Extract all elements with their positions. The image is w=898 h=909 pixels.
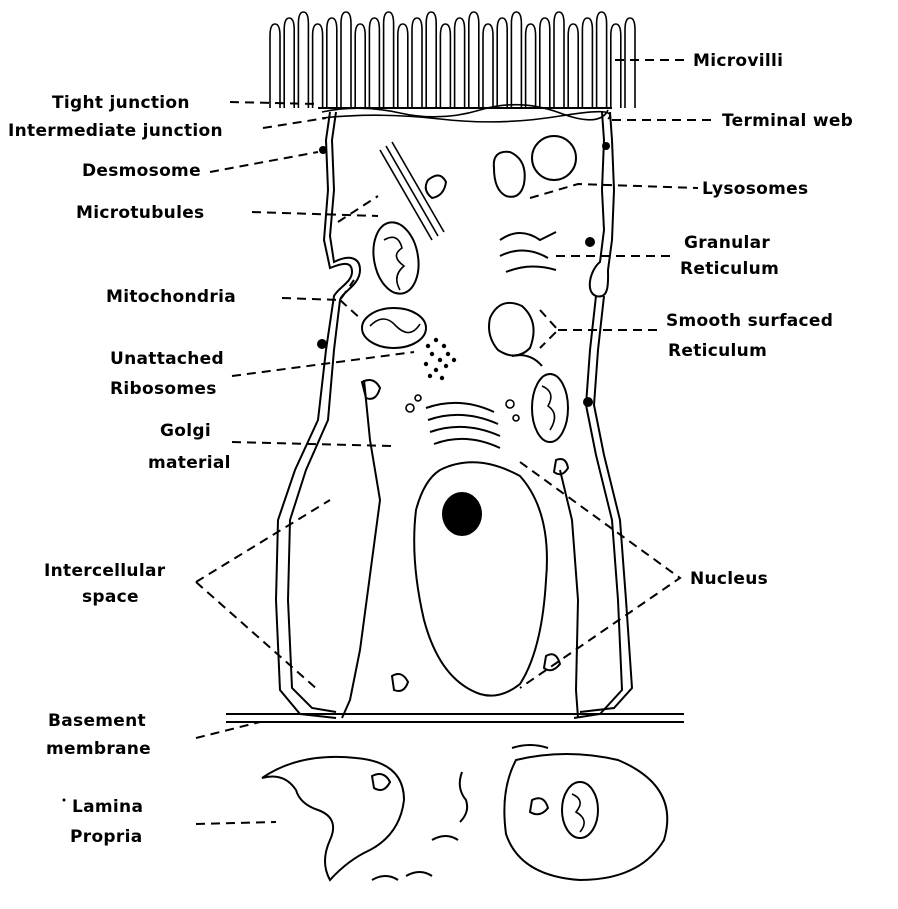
- label-golgi-material: material: [148, 453, 231, 473]
- label-nucleus: Nucleus: [690, 569, 768, 589]
- label-intercellular: Intercellular: [44, 561, 166, 581]
- label-lamina: Lamina: [72, 797, 143, 817]
- label-mitochondria: Mitochondria: [106, 287, 236, 307]
- label-basement-membrane: membrane: [46, 739, 151, 759]
- label-terminal-web: Terminal web: [722, 111, 853, 131]
- ribosome-dot: [444, 364, 448, 368]
- microvillus: [398, 24, 408, 108]
- lamina-propria-drawing: [262, 745, 667, 880]
- right-cell-membrane-top: [590, 112, 614, 297]
- ribosome-dot: [446, 352, 450, 356]
- label-golgi: Golgi: [160, 421, 211, 441]
- nucleus-drawing: [414, 462, 547, 695]
- microvillus: [369, 18, 379, 108]
- microvillus: [412, 18, 422, 108]
- microvilli-drawing: [270, 12, 635, 108]
- ribosome-dot: [440, 376, 444, 380]
- microvillus: [270, 24, 280, 108]
- label-intercellular-space: space: [82, 587, 139, 607]
- microvillus: [440, 24, 450, 108]
- microtubules-drawing: [380, 142, 444, 240]
- granular-reticulum-drawing: [500, 232, 556, 272]
- leader-lines: [196, 60, 715, 824]
- microvillus: [455, 18, 465, 108]
- label-intermediate-junction: Intermediate junction: [8, 121, 223, 141]
- left-cell-membrane-inner: [288, 112, 360, 712]
- label-smooth-reticulum: Reticulum: [668, 341, 767, 361]
- smooth-reticulum-drawing: [489, 303, 542, 366]
- label-lamina-propria: Propria: [70, 827, 142, 847]
- ribosomes-drawing: [424, 338, 456, 380]
- label-unattached: Unattached: [110, 349, 224, 369]
- label-microvilli: Microvilli: [693, 51, 783, 71]
- microvillus: [554, 12, 564, 108]
- ribosome-dot: [434, 338, 438, 342]
- microvillus: [469, 12, 479, 108]
- right-cell-membrane-outer: [580, 296, 632, 712]
- microvillus: [497, 18, 507, 108]
- label-smooth-surfaced: Smooth surfaced: [666, 311, 833, 331]
- microvillus: [568, 24, 578, 108]
- microvillus: [327, 18, 337, 108]
- label-tight-junction: Tight junction: [52, 93, 190, 113]
- microvillus: [341, 12, 351, 108]
- interior-wall-left: [342, 380, 380, 718]
- microvillus: [298, 12, 308, 108]
- microvillus: [611, 24, 621, 108]
- microvillus: [597, 12, 607, 108]
- ribosome-dot: [424, 362, 428, 366]
- ribosome-dot: [430, 352, 434, 356]
- microvillus: [483, 24, 493, 108]
- microvillus: [313, 24, 323, 108]
- ribosome-dot: [442, 344, 446, 348]
- ribosome-dot: [426, 344, 430, 348]
- microvillus: [384, 12, 394, 108]
- label-granular-reticulum: Reticulum: [680, 259, 779, 279]
- label-microtubules: Microtubules: [76, 203, 204, 223]
- microvillus: [625, 18, 635, 108]
- golgi-drawing: [406, 395, 519, 448]
- ribosome-dot: [428, 374, 432, 378]
- mitochondria-drawing: [362, 219, 598, 838]
- microvillus: [540, 18, 550, 108]
- interior-wall-right: [560, 470, 578, 718]
- label-ribosomes: Ribosomes: [110, 379, 217, 399]
- ribosome-dot: [438, 358, 442, 362]
- label-granular: Granular: [684, 233, 770, 253]
- microvillus: [426, 12, 436, 108]
- label-desmosome: Desmosome: [82, 161, 201, 181]
- microvillus: [582, 18, 592, 108]
- microvillus: [355, 24, 365, 108]
- stray-dot: [63, 799, 66, 802]
- label-basement: Basement: [48, 711, 146, 731]
- ribosome-dot: [452, 358, 456, 362]
- ribosome-dot: [434, 368, 438, 372]
- microvillus: [526, 24, 536, 108]
- label-lysosomes: Lysosomes: [702, 179, 808, 199]
- microvillus: [511, 12, 521, 108]
- microvillus: [284, 18, 294, 108]
- left-cell-membrane: [276, 112, 352, 718]
